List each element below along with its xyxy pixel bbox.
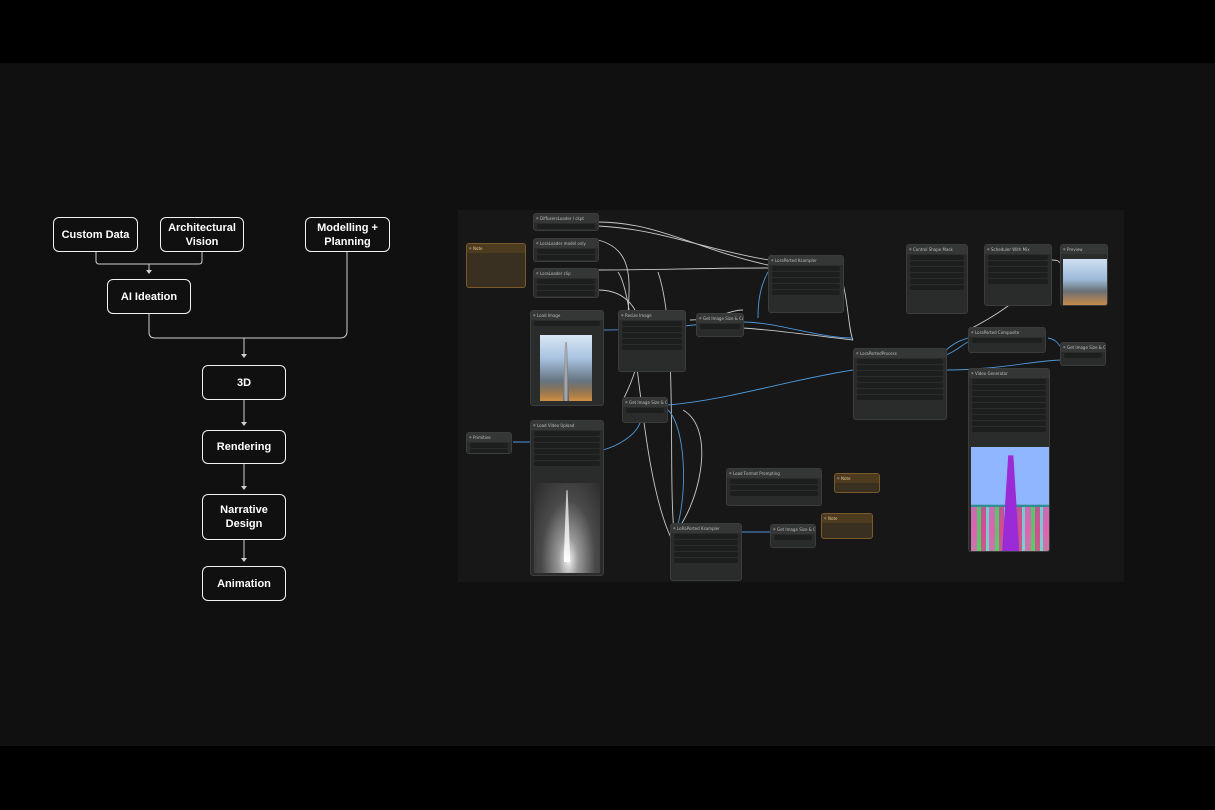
node-vae-decode-loop[interactable]: LoraPortedProcess bbox=[853, 348, 947, 420]
node-note-prompt[interactable]: Note bbox=[466, 243, 526, 288]
node-note-b[interactable]: Note bbox=[834, 473, 880, 493]
node-get-image-size-c[interactable]: Get Image Size & Count bbox=[1060, 342, 1106, 366]
node-image-scale[interactable]: Get Image Size & Count bbox=[622, 397, 668, 423]
node-graph-canvas[interactable]: DiffusersLoader / ckpt LoraLoader model … bbox=[458, 210, 1124, 582]
node-lora-loader-b[interactable]: LoraLoader clip bbox=[533, 268, 599, 298]
depth-map-thumbnail bbox=[534, 483, 600, 573]
narrative-design-box: Narrative Design bbox=[202, 494, 286, 540]
node-primitive[interactable]: Primitive bbox=[466, 432, 512, 454]
custom-data-box: Custom Data bbox=[53, 217, 138, 252]
node-resize-image[interactable]: Resize Image bbox=[618, 310, 686, 372]
ai-ideation-box: AI Ideation bbox=[107, 279, 191, 314]
node-lora-loader-a[interactable]: LoraLoader model only bbox=[533, 238, 599, 262]
animation-box: Animation bbox=[202, 566, 286, 601]
node-ksampler-b[interactable]: LoRaPorted Ksampler bbox=[670, 523, 742, 581]
architectural-vision-box: Architectural Vision bbox=[160, 217, 244, 252]
node-scheduler-lora[interactable]: Scheduler With Mix bbox=[984, 244, 1052, 306]
rendering-box: Rendering bbox=[202, 430, 286, 464]
letterbox-top bbox=[0, 0, 1215, 63]
node-video-generator[interactable]: Video Generator bbox=[968, 368, 1050, 552]
node-checkpoint-loader[interactable]: DiffusersLoader / ckpt bbox=[533, 213, 599, 231]
letterbox-bottom bbox=[0, 746, 1215, 810]
node-control-shape-mask[interactable]: Control Shape Mask bbox=[906, 244, 968, 314]
node-preview-image[interactable]: Preview bbox=[1060, 244, 1108, 306]
node-lora-ported-composite[interactable]: LoraPorted Composite bbox=[968, 327, 1046, 353]
preview-thumbnail bbox=[1063, 259, 1107, 305]
3d-box: 3D bbox=[202, 365, 286, 400]
node-get-image-size[interactable]: Get Image Size & Count bbox=[696, 313, 744, 337]
city-photo-thumbnail bbox=[540, 335, 592, 401]
node-ksampler-a[interactable]: LoraPorted Ksampler bbox=[768, 255, 844, 313]
node-load-image[interactable]: Load Image bbox=[530, 310, 604, 406]
segmentation-thumbnail bbox=[971, 447, 1049, 551]
node-image-scale-b[interactable]: Get Image Size & Count bbox=[770, 524, 816, 548]
node-load-format-prompting[interactable]: Load Format Prompting bbox=[726, 468, 822, 506]
modelling-planning-box: Modelling + Planning bbox=[305, 217, 390, 252]
node-note-c[interactable]: Note bbox=[821, 513, 873, 539]
node-load-video-depth[interactable]: Load Video Upload bbox=[530, 420, 604, 576]
